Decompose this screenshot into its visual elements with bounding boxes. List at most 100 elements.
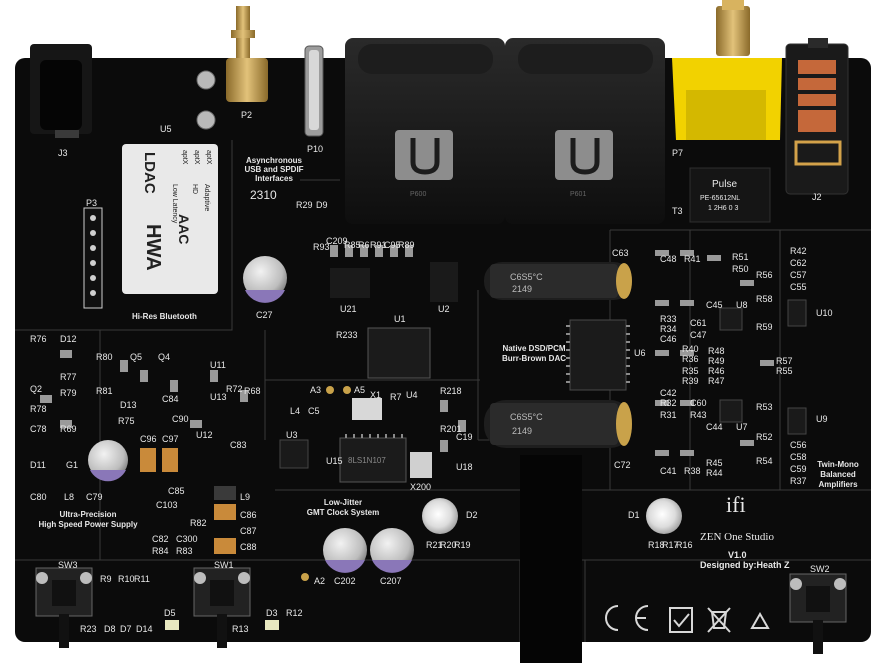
ce-mark-icon <box>605 605 649 631</box>
label-r58: R58 <box>756 294 773 304</box>
bt-opt-6: aptX <box>205 150 212 165</box>
switch-sw3 <box>35 567 93 648</box>
label-d1: D1 <box>628 510 640 520</box>
label-c44: C44 <box>706 422 723 432</box>
label-p600: P600 <box>410 191 427 198</box>
label-c78: C78 <box>30 424 47 434</box>
label-c61: C61 <box>690 318 707 328</box>
label-r12: R12 <box>286 608 303 618</box>
label-c62: C62 <box>790 258 807 268</box>
ic-u21 <box>330 268 370 298</box>
label-d12: D12 <box>60 334 77 344</box>
label-r57: R57 <box>776 356 793 366</box>
clock-chip-u15 <box>339 437 407 483</box>
psu-section-title-1: Ultra-Precision <box>59 510 117 519</box>
section-lines <box>15 140 871 642</box>
label-r44: R44 <box>706 468 723 478</box>
label-u4: U4 <box>406 390 418 400</box>
label-r80: R80 <box>96 352 113 362</box>
label-r19: R19 <box>454 540 471 550</box>
crystal-x1 <box>352 398 382 420</box>
label-j3: J3 <box>58 148 68 158</box>
label-r69: R69 <box>60 424 77 434</box>
cap-c63-marking-2: 2149 <box>512 284 533 294</box>
label-u13: U13 <box>210 392 227 402</box>
label-c88: C88 <box>240 542 257 552</box>
ic-u9 <box>787 407 807 435</box>
label-r82: R82 <box>190 518 207 528</box>
recycle-icon <box>750 611 770 629</box>
brand-logo: ifi <box>726 492 746 517</box>
label-r31: R31 <box>660 410 677 420</box>
transformer-t3 <box>689 167 771 223</box>
label-t3: T3 <box>672 206 683 216</box>
label-c56: C56 <box>790 440 807 450</box>
label-c97: C97 <box>162 434 179 444</box>
label-r41: R41 <box>684 254 701 264</box>
label-p3: P3 <box>86 198 98 208</box>
label-c95: C95 <box>384 240 401 250</box>
label-q4: Q4 <box>158 352 171 362</box>
label-r85: R85 <box>344 240 361 250</box>
label-q5: Q5 <box>130 352 143 362</box>
label-r38: R38 <box>684 466 701 476</box>
bt-opt-1: aptX <box>181 150 188 165</box>
xlr-connector-p600 <box>345 38 505 224</box>
switch-sw2 <box>789 573 847 654</box>
label-r55: R55 <box>776 366 793 376</box>
label-u8: U8 <box>736 300 748 310</box>
label-u7: U7 <box>736 422 748 432</box>
label-r40: R40 <box>682 344 699 354</box>
label-r77: R77 <box>60 372 77 382</box>
label-r17: R17 <box>662 540 679 550</box>
dc-jack-j3 <box>30 44 92 138</box>
bt-opt-2: Low Latency <box>171 184 178 224</box>
usb-section-title-2: USB and SPDIF <box>244 165 304 174</box>
label-r91: R91 <box>370 240 387 250</box>
cap-c72-marking-1: C6S5°C <box>510 412 543 422</box>
board-code: 2310 <box>250 188 277 202</box>
label-u3: U3 <box>286 430 298 440</box>
cap-c63-marking-1: C6S5°C <box>510 272 543 282</box>
label-c209: C209 <box>326 236 348 246</box>
label-sw2: SW2 <box>810 564 830 574</box>
ic-u8 <box>719 307 743 331</box>
header-p3 <box>83 207 103 309</box>
label-r53: R53 <box>756 402 773 412</box>
pulse-part: PE-65612NL <box>700 195 741 202</box>
label-u12: U12 <box>196 430 213 440</box>
label-c57: C57 <box>790 270 807 280</box>
label-l8: L8 <box>64 492 75 502</box>
label-r10: R10 <box>118 574 135 584</box>
ic-u2 <box>430 262 458 302</box>
ribbon-cable <box>520 455 582 663</box>
pulse-brand: Pulse <box>712 179 738 190</box>
label-r21: R21 <box>426 540 443 550</box>
led-d1 <box>646 498 682 534</box>
oscillator-x200 <box>410 452 432 478</box>
label-c83: C83 <box>230 440 247 450</box>
label-c19: C19 <box>456 432 473 442</box>
label-r36: R36 <box>682 354 699 364</box>
capacitor-c202 <box>323 528 367 573</box>
label-r56: R56 <box>756 270 773 280</box>
weee-bin-icon <box>707 607 731 633</box>
label-p2: P2 <box>241 110 253 120</box>
label-c103: C103 <box>156 500 178 510</box>
pulse-code: 1 2H6 0 3 <box>708 205 739 212</box>
label-c86: C86 <box>240 510 257 520</box>
bt-codec-hwa: HWA <box>142 224 164 271</box>
label-c84: C84 <box>162 394 179 404</box>
label-r76: R76 <box>30 334 47 344</box>
label-c63: C63 <box>612 248 629 258</box>
label-u11: U11 <box>210 360 226 370</box>
label-r79: R79 <box>60 388 77 398</box>
label-r48: R48 <box>708 346 725 356</box>
label-r89: R89 <box>398 240 415 250</box>
label-d7: D7 <box>120 624 132 634</box>
headphone-jack-j2 <box>785 38 849 195</box>
product-version: V1.0 <box>728 550 747 560</box>
switch-sw1 <box>193 567 251 648</box>
bt-section-title: Hi-Res Bluetooth <box>132 312 197 321</box>
